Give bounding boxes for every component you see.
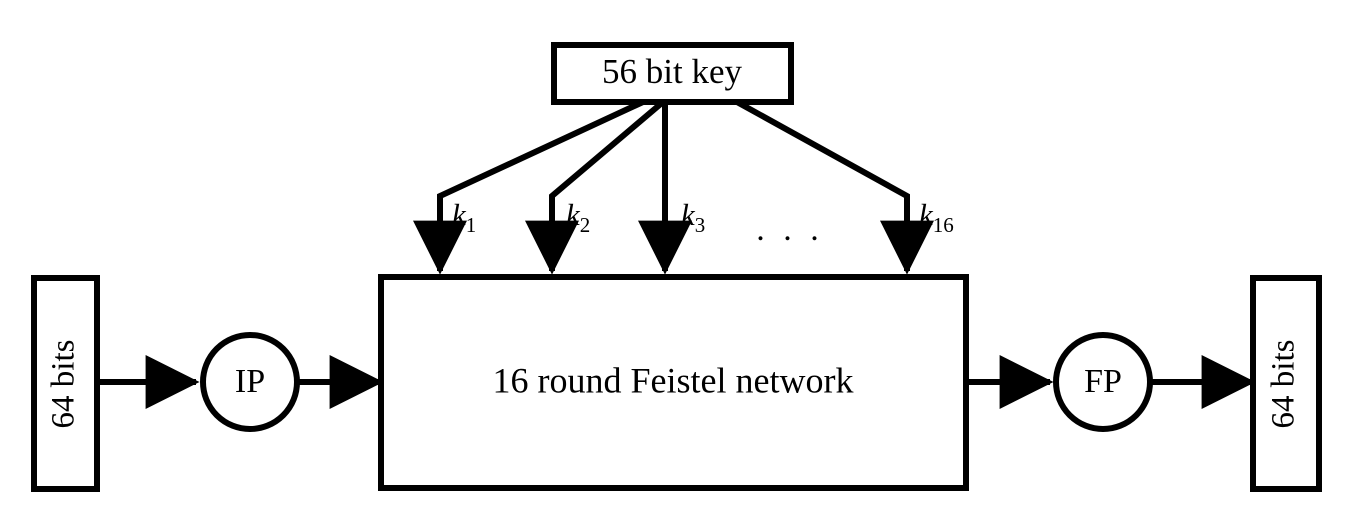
round-key-sub-3: 3 [695, 213, 706, 237]
output-block-rect [1250, 275, 1322, 492]
round-key-base-3: k [681, 197, 696, 232]
key-block-rect [551, 42, 794, 105]
output-block: 64 bits [1250, 275, 1322, 492]
input-block: 64 bits [31, 275, 100, 492]
initial-permutation-node: IP [200, 332, 300, 432]
output-block-label: 64 bits [1266, 340, 1302, 429]
key-line-k16 [735, 99, 934, 275]
network-block: 16 round Feistel network [378, 274, 969, 491]
key-block: 56 bit key [551, 42, 794, 105]
round-key-base-1: k [452, 197, 467, 232]
key-block-label: 56 bit key [602, 52, 742, 91]
round-key-sub-16: 16 [933, 213, 954, 237]
round-key-ellipsis: . . . [756, 211, 824, 248]
round-key-label-2: k2 [566, 197, 590, 237]
round-key-label-3: k3 [681, 197, 705, 237]
round-key-sub-1: 1 [466, 213, 477, 237]
round-key-label-1: k1 [452, 197, 476, 237]
network-block-label: 16 round Feistel network [493, 360, 854, 400]
round-key-sub-2: 2 [580, 213, 591, 237]
input-block-label: 64 bits [46, 340, 82, 429]
round-key-base-2: k [566, 197, 581, 232]
key-line-k1 [413, 99, 645, 275]
round-key-label-16: k16 [919, 197, 954, 237]
round-key-base-16: k [919, 197, 934, 232]
ip-label: IP [235, 363, 265, 400]
key-line-k2 [525, 99, 665, 275]
fp-label: FP [1084, 363, 1122, 400]
final-permutation-node: FP [1053, 332, 1153, 432]
